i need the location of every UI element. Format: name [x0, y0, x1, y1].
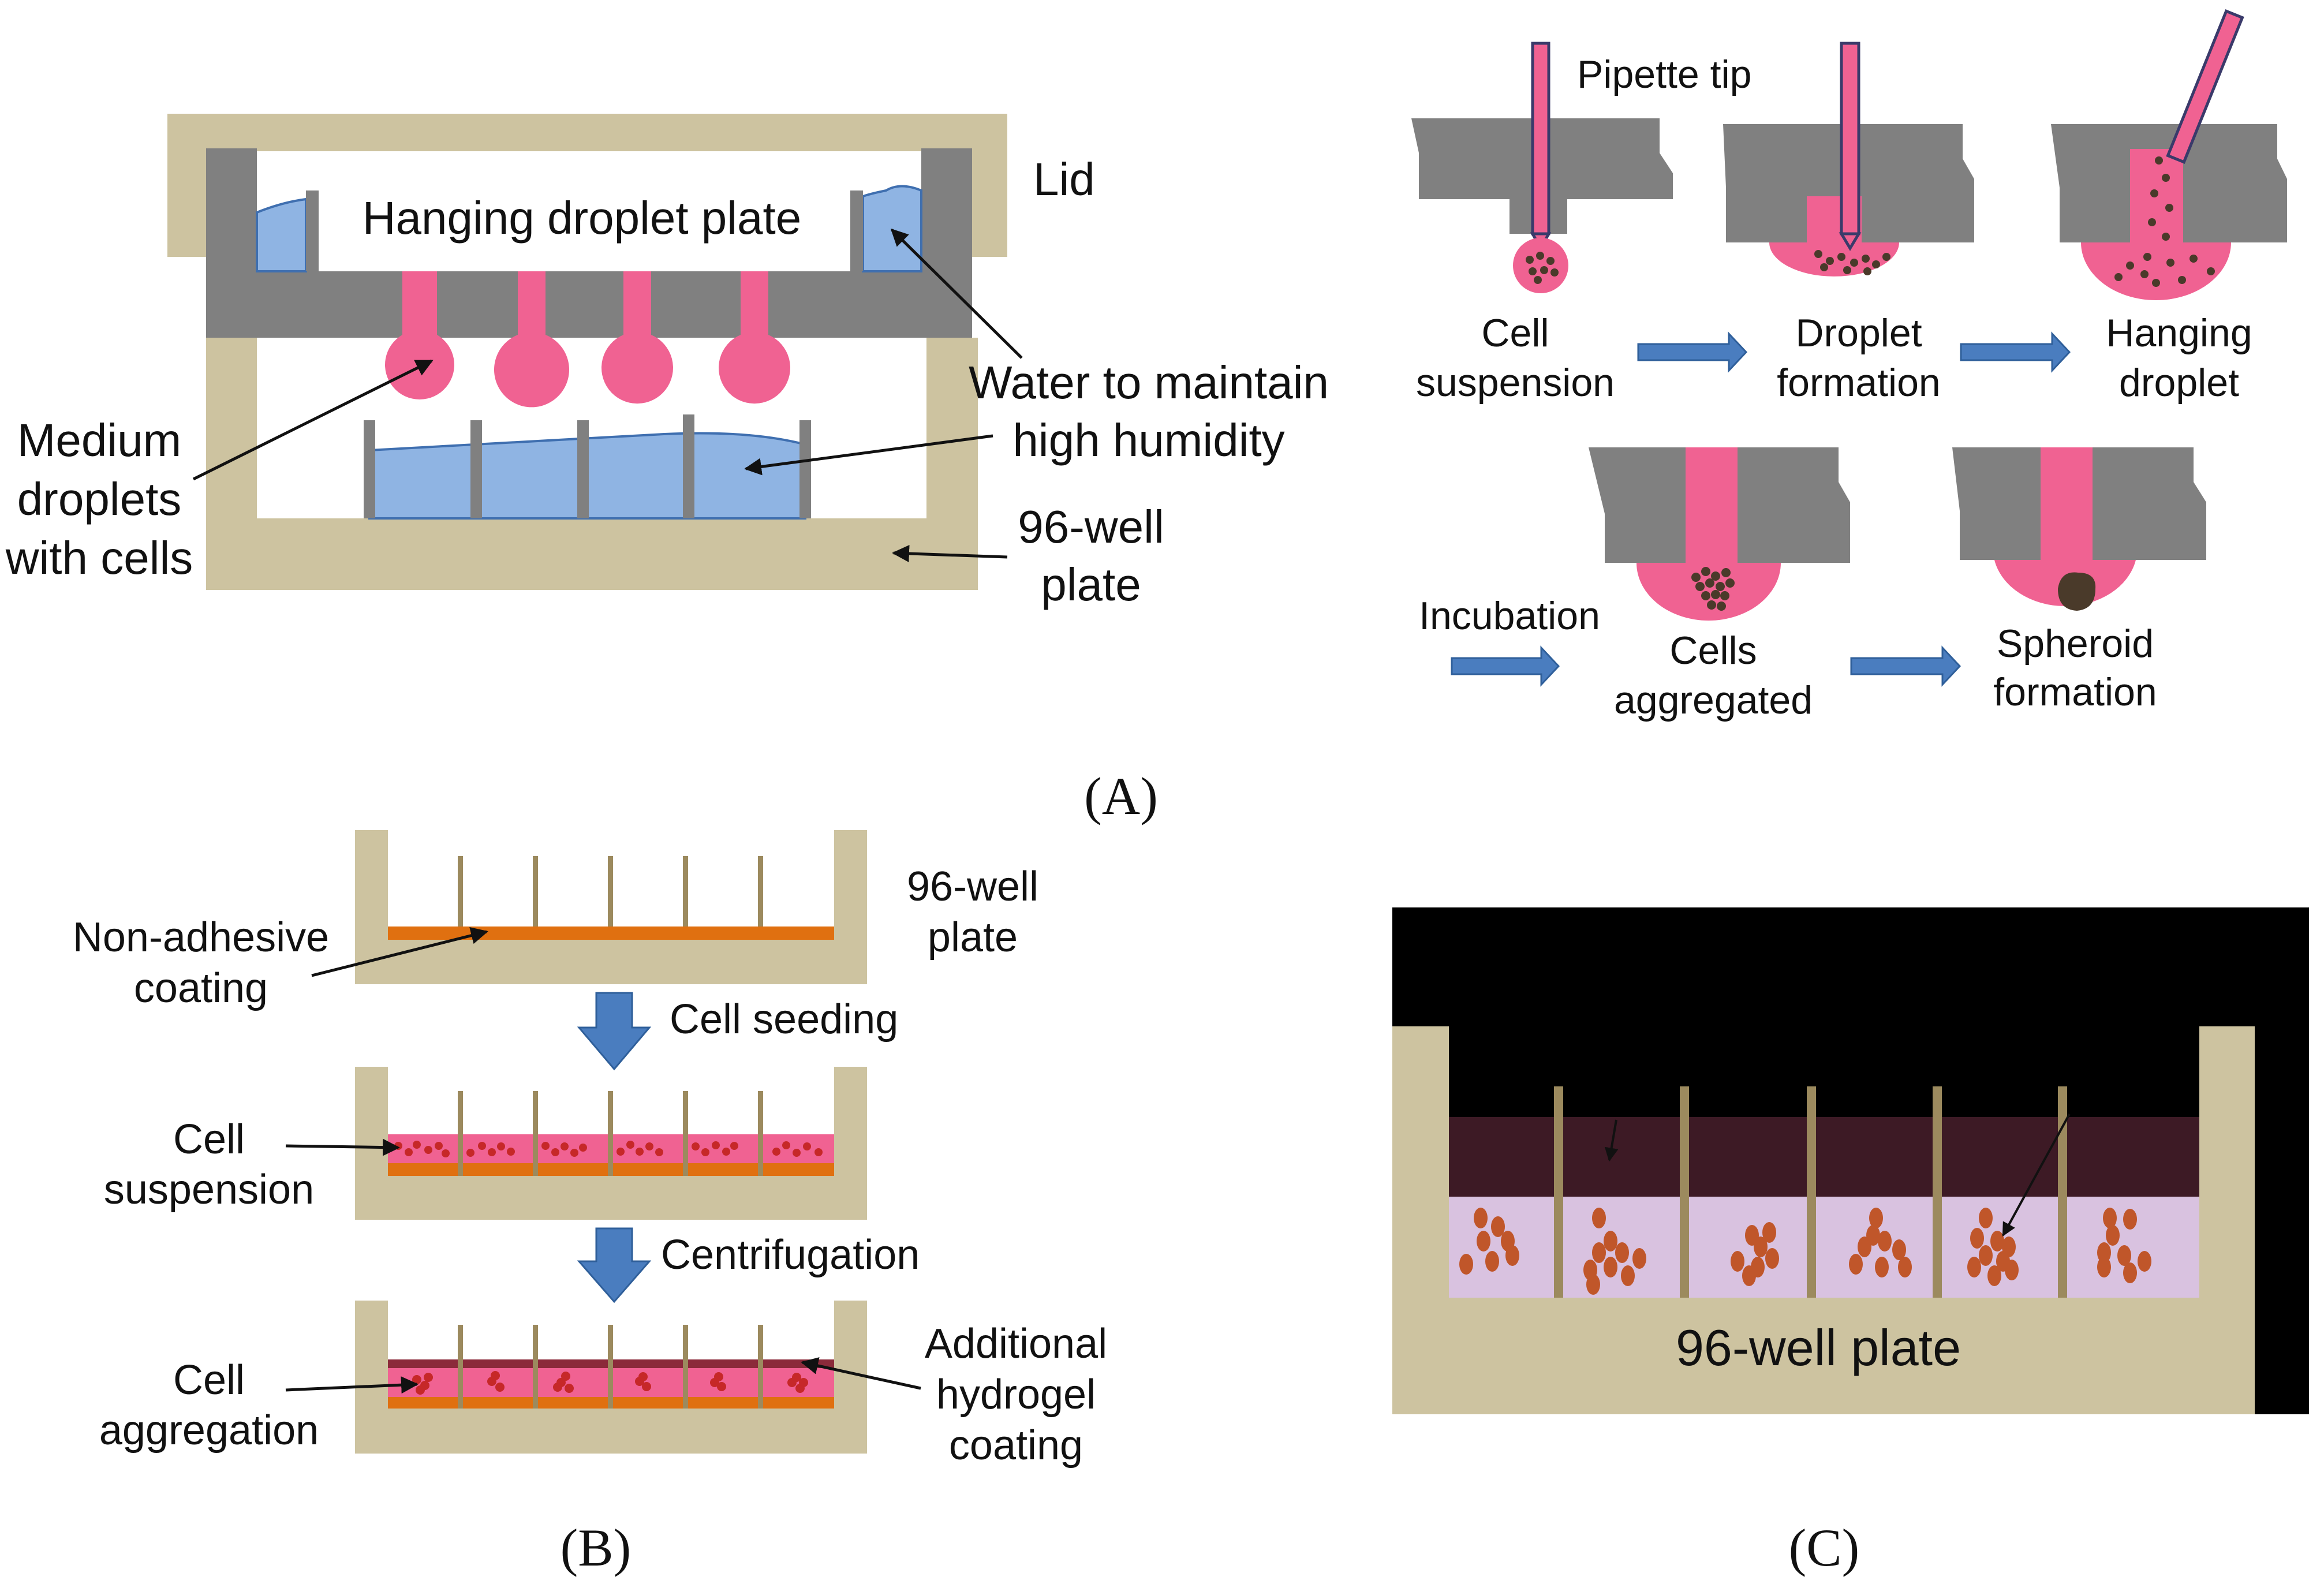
dividers-b2	[458, 1091, 763, 1176]
water-reservoir-right	[862, 185, 922, 272]
arrow-medium	[192, 359, 434, 481]
pipette-step1	[1531, 42, 1550, 236]
droplet-step5	[1994, 447, 2136, 607]
label-hydrogel-2: hydrogel	[936, 1372, 1096, 1418]
label-b-well-2: plate	[928, 914, 1018, 961]
label-medium-2: droplets	[17, 473, 182, 525]
label-c-plate: 96-well plate	[1676, 1319, 1961, 1376]
arrow-water-lid	[890, 228, 1023, 359]
label-suspension-1: Cell	[173, 1116, 245, 1163]
label-hydrogel-1: Additional	[925, 1321, 1107, 1367]
panel-a-steps: Pipette tip Cell suspension Droplet form…	[1411, 9, 2287, 722]
caption-a: (A)	[1084, 767, 1158, 825]
arrow-centrifugation	[577, 1227, 652, 1303]
dividers-c	[1554, 1086, 2067, 1298]
panel-b: 96-well plate Non-adhesive coating Cell …	[73, 830, 1107, 1469]
label-nonadhesive-2: coating	[134, 965, 268, 1011]
plate-b2	[355, 1067, 867, 1220]
well-dividers	[364, 414, 811, 518]
lid	[167, 114, 1007, 257]
panel-c: 96-well plate	[1392, 907, 2309, 1414]
label-incubation: Incubation	[1419, 594, 1600, 638]
label-droplet-2: formation	[1777, 361, 1940, 405]
label-spheroid-1: Spheroid	[1997, 622, 2154, 666]
label-b-well-1: 96-well	[907, 864, 1038, 910]
caption-c: (C)	[1789, 1518, 1860, 1577]
label-hanging-2: droplet	[2119, 361, 2239, 405]
arrow-suspension	[285, 1138, 400, 1156]
label-suspension-2: suspension	[104, 1167, 314, 1213]
pipette-step2	[1840, 42, 1860, 236]
upper-medium-c	[1449, 1117, 2199, 1197]
dividers-b1	[458, 856, 763, 927]
medium-droplets	[385, 271, 790, 408]
label-water-1: Water to maintain	[969, 357, 1329, 408]
label-nonadhesive-1: Non-adhesive	[73, 914, 329, 961]
plate-b1	[355, 830, 867, 984]
spheroid	[2058, 572, 2096, 611]
label-aggregation-2: aggregation	[99, 1407, 319, 1454]
label-seeding: Cell seeding	[670, 996, 898, 1043]
label-spheroid-2: formation	[1993, 670, 2157, 714]
label-hydrogel-3: coating	[949, 1422, 1083, 1469]
coating-b1	[388, 927, 834, 940]
reservoir-wall-right	[850, 190, 863, 271]
label-well-1: 96-well	[1018, 501, 1164, 552]
arrow-well-plate	[892, 544, 1008, 562]
aggregates-b3	[412, 1371, 808, 1395]
label-cell-susp-2: suspension	[1416, 361, 1615, 405]
label-water-2: high humidity	[1012, 414, 1284, 466]
label-medium-1: Medium	[17, 414, 182, 466]
label-medium-3: with cells	[5, 532, 193, 584]
label-hanging-1: Hanging	[2106, 311, 2252, 355]
label-pipette-tip: Pipette tip	[1577, 53, 1751, 96]
label-lid: Lid	[1033, 154, 1095, 205]
pipette-step3	[2166, 9, 2244, 165]
cell-drop-step1	[1513, 238, 1568, 293]
hanging-plate-body	[206, 148, 972, 338]
well-plate-base	[206, 338, 978, 590]
label-centrifugation: Centrifugation	[661, 1232, 920, 1278]
caption-b: (B)	[561, 1518, 632, 1577]
arrow-hydrogel	[801, 1357, 921, 1390]
arrow-seeding	[577, 992, 652, 1071]
droplet-step2	[1769, 242, 1899, 277]
label-aggregated-1: Cells	[1669, 629, 1757, 673]
lower-gel-c	[1449, 1197, 2199, 1298]
label-aggregation-1: Cell	[173, 1357, 245, 1403]
cells-c	[1459, 1208, 2151, 1295]
arrow-nonadhesive	[311, 927, 488, 977]
reservoir-wall-left	[306, 190, 319, 271]
arrow-aggregation	[285, 1376, 419, 1394]
dividers-b3	[458, 1325, 763, 1409]
label-well-2: plate	[1041, 559, 1141, 610]
plate-step5	[1952, 447, 2206, 560]
arrow-water-well	[744, 434, 993, 476]
step-arrows	[1451, 331, 2071, 687]
label-droplet-1: Droplet	[1795, 311, 1922, 355]
water-reservoir-left	[256, 197, 307, 272]
label-aggregated-2: aggregated	[1614, 678, 1813, 722]
plate-b3	[355, 1301, 867, 1454]
droplet-step4	[1636, 447, 1781, 621]
plate-step4	[1589, 447, 1850, 563]
panel-a-setup: Lid Hanging droplet plate Water to maint…	[5, 114, 1329, 610]
plate-step3	[2051, 124, 2287, 242]
label-cell-susp-1: Cell	[1481, 311, 1549, 355]
arrow-c-left	[1604, 1119, 1619, 1162]
plate-c	[1392, 1026, 2255, 1414]
arrow-c-right	[2002, 1114, 2071, 1237]
label-hanging-plate: Hanging droplet plate	[363, 192, 802, 244]
